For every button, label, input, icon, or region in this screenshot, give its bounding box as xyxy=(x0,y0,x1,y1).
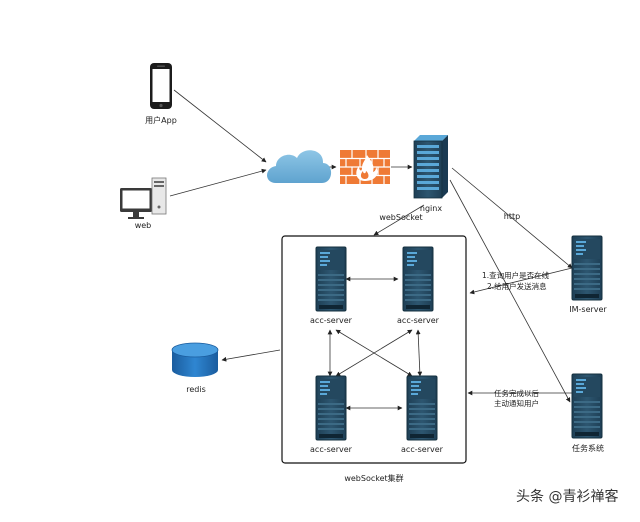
acc-server-bottom-left-label: acc-server xyxy=(310,445,353,454)
task-note-line-2: 主动通知用户 xyxy=(494,398,539,408)
cluster-label: webSocket集群 xyxy=(344,473,403,483)
cloud-icon xyxy=(267,150,332,183)
edge-im-cluster xyxy=(469,267,573,295)
edge-nginx-cluster xyxy=(373,204,425,236)
redis-database-icon xyxy=(171,342,219,377)
nginx-label: nginx xyxy=(420,204,442,213)
im-note-line-1: 1.查询用户是否在线 xyxy=(482,270,550,280)
edge-acc-tr-br xyxy=(415,329,423,377)
edge-web-cloud xyxy=(169,168,267,197)
connectors xyxy=(169,89,573,411)
acc-server-top-left-label: acc-server xyxy=(310,316,353,325)
http-edge-label: http xyxy=(504,212,520,221)
acc-server-bottom-right-icon xyxy=(406,375,438,441)
watermark: 头条 @青衫禅客 xyxy=(516,488,618,505)
acc-server-top-right-label: acc-server xyxy=(397,316,440,325)
edge-nginx-task xyxy=(449,179,571,403)
edge-cluster-redis xyxy=(221,349,281,362)
phone-label: 用户App xyxy=(145,115,177,125)
redis-label: redis xyxy=(186,385,206,394)
nginx-server-icon xyxy=(413,135,448,199)
acc-server-top-left-icon xyxy=(315,246,347,312)
acc-server-bottom-right-label: acc-server xyxy=(401,445,444,454)
acc-server-top-right-icon xyxy=(402,246,434,312)
im-server-label: IM-server xyxy=(569,305,607,314)
im-server-icon xyxy=(571,235,603,301)
phone-icon xyxy=(150,63,172,109)
task-note-line-1: 任务完成以后 xyxy=(494,388,539,398)
task-system-server-icon xyxy=(571,373,603,439)
web-label: web xyxy=(135,221,152,230)
im-note-line-2: 2.给用户发送消息 xyxy=(487,281,547,291)
desktop-computer-icon xyxy=(120,177,167,219)
edge-phone-cloud xyxy=(173,89,267,163)
websocket-cluster-box xyxy=(281,235,467,464)
acc-server-bottom-left-icon xyxy=(315,375,347,441)
edge-nginx-im xyxy=(451,167,573,269)
firewall-icon xyxy=(340,150,390,184)
websocket-edge-label: webSocket xyxy=(379,213,422,222)
task-system-label: 任务系统 xyxy=(572,443,604,453)
edge-acc-tr-bl xyxy=(335,329,413,377)
